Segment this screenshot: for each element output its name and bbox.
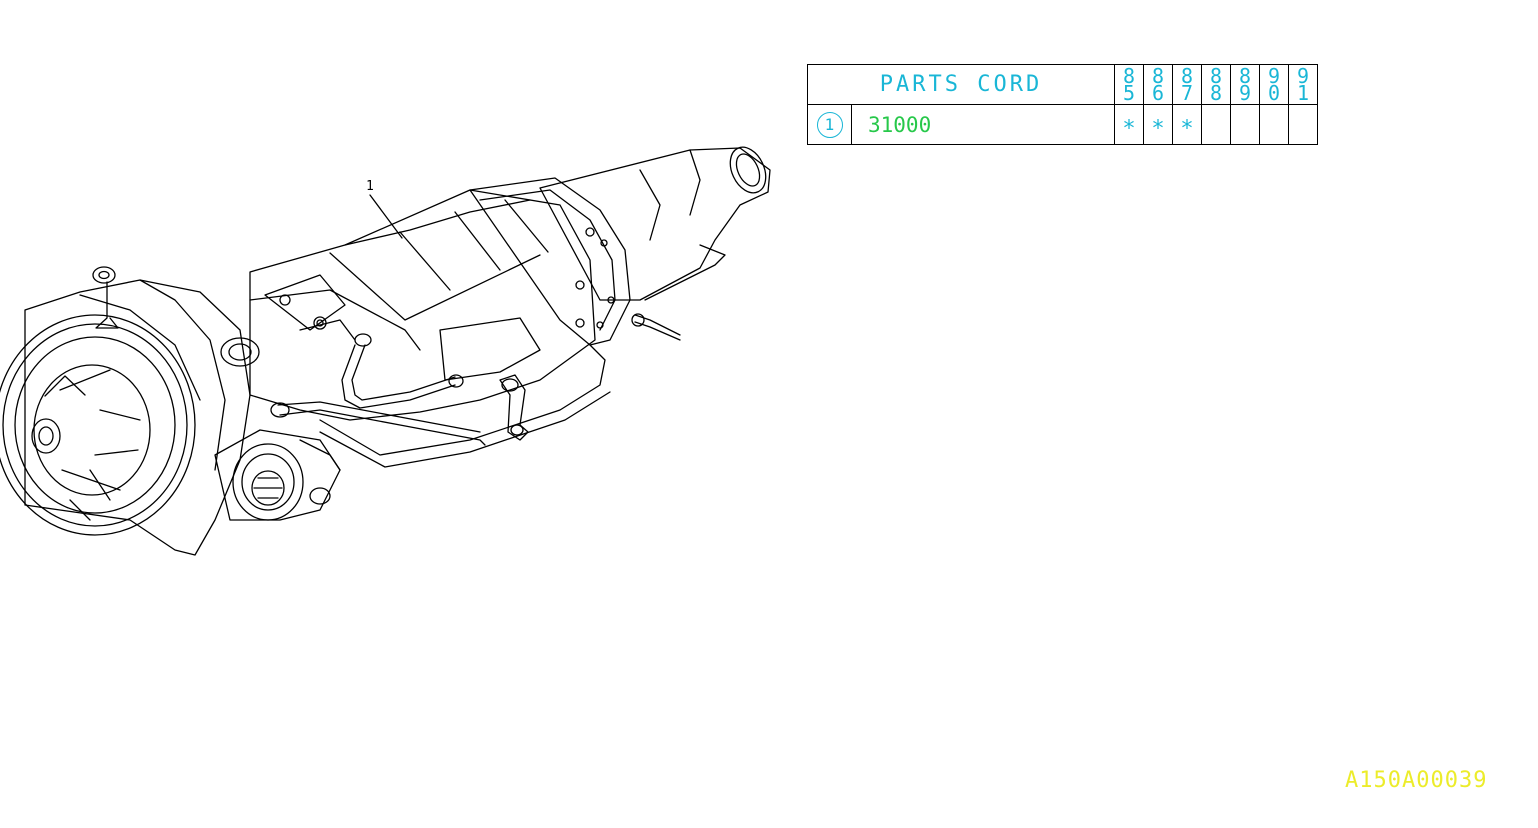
parts-cord-header: PARTS CORD [807,64,1115,105]
applicability-mark: ∗ [1143,104,1173,145]
applicability-mark [1259,104,1289,145]
applicability-mark [1201,104,1231,145]
applicability-mark [1230,104,1260,145]
transmission-diagram: 1 [0,0,800,600]
applicability-mark [1288,104,1318,145]
callout-number: 1 [366,179,374,194]
callout-leader-line [369,194,403,239]
applicability-mark: ∗ [1172,104,1202,145]
table-row: 1 31000 ∗ ∗ ∗ [807,104,1318,145]
transmission-assembly-icon [0,146,771,556]
drawing-code: A150A00039 [1345,768,1488,793]
item-index-circle: 1 [816,111,843,138]
part-code: 31000 [851,104,1115,145]
item-index-cell: 1 [807,104,852,145]
applicability-mark: ∗ [1114,104,1144,145]
